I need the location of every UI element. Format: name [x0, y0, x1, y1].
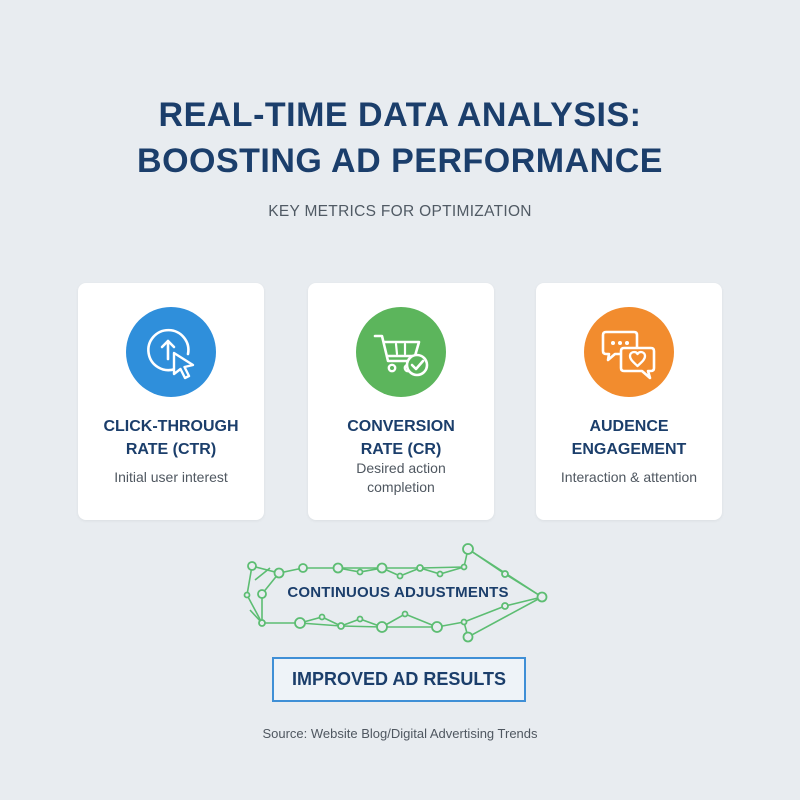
engagement-title-line-2: ENGAGEMENT [571, 441, 687, 458]
ctr-title-line-1: CLICK-THROUGH [103, 418, 239, 435]
ctr-title: CLICK-THROUGH RATE (CTR) [78, 415, 264, 461]
shopping-cart-check-icon [373, 334, 429, 377]
ctr-description: Initial user interest [88, 468, 254, 487]
cr-desc-line-1: Desired action [356, 460, 446, 476]
engagement-title: AUDENCE ENGAGEMENT [536, 415, 722, 461]
ctr-desc-line-1: Initial user interest [114, 469, 228, 485]
cr-title-line-1: CONVERSION [347, 418, 455, 435]
cr-title-line-2: RATE (CR) [360, 441, 442, 458]
engagement-description: Interaction & attention [546, 468, 712, 487]
continuous-adjustments-label: CONTINUOUS ADJUSTMENTS [287, 584, 509, 601]
page-subtitle: KEY METRICS FOR OPTIMIZATION [268, 203, 532, 220]
engagement-desc-line-1: Interaction & attention [560, 469, 698, 485]
ctr-icon-circle [126, 307, 216, 397]
metric-card-engagement: AUDENCE ENGAGEMENT Interaction & attenti… [536, 283, 722, 520]
chat-heart-icon [601, 330, 656, 380]
metric-card-cr: CONVERSION RATE (CR) Desired action comp… [308, 283, 494, 520]
network-arrow-shape [243, 543, 548, 643]
source-citation: Source: Website Blog/Digital Advertising… [262, 726, 538, 741]
engagement-title-line-1: AUDENCE [589, 418, 669, 435]
click-cursor-icon [147, 328, 195, 380]
ctr-title-line-2: RATE (CTR) [125, 441, 217, 458]
title-line-2: BOOSTING AD PERFORMANCE [137, 142, 663, 180]
page-title: REAL-TIME DATA ANALYSIS: BOOSTING AD PER… [0, 92, 800, 184]
improved-results-box: IMPROVED AD RESULTS [272, 657, 526, 702]
cr-icon-circle [356, 307, 446, 397]
arrow-network-nodes [243, 543, 548, 643]
cr-desc-line-2: completion [367, 479, 435, 495]
title-line-1: REAL-TIME DATA ANALYSIS: [158, 96, 642, 134]
engagement-icon-circle [584, 307, 674, 397]
metric-card-ctr: CLICK-THROUGH RATE (CTR) Initial user in… [78, 283, 264, 520]
cr-description: Desired action completion [318, 459, 484, 497]
cr-title: CONVERSION RATE (CR) [308, 415, 494, 461]
